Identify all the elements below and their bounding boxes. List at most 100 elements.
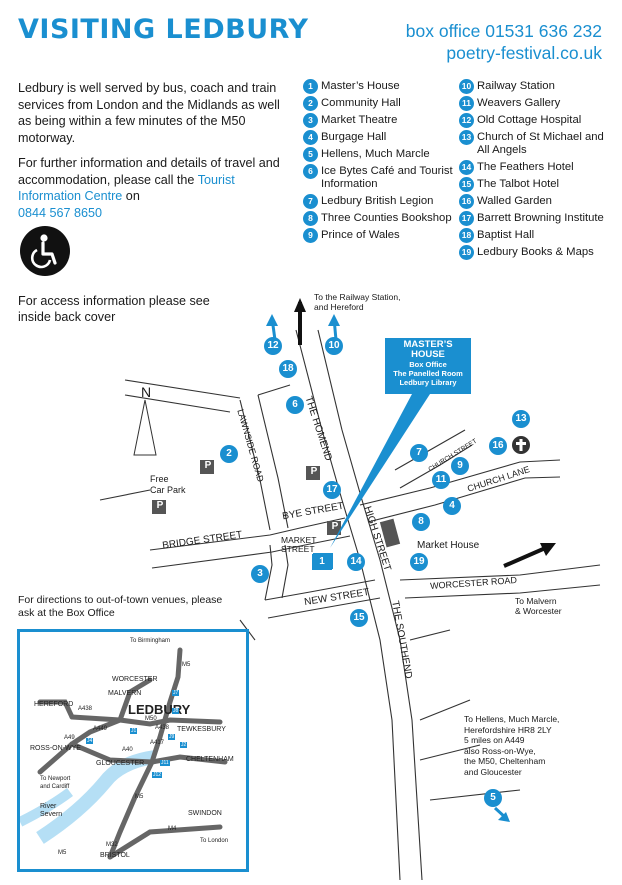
railway-direction: To the Railway Station,and Hereford <box>314 292 401 312</box>
venue-marker-13[interactable]: 13 <box>512 410 530 428</box>
box-office-phone[interactable]: box office 01531 636 232 <box>405 21 602 41</box>
label-to-london: To London <box>200 838 229 844</box>
venue-marker-6[interactable]: 6 <box>286 396 304 414</box>
venue-marker-4[interactable]: 4 <box>443 497 461 515</box>
venue-marker-14[interactable]: 14 <box>347 553 365 571</box>
parking-label: P <box>204 460 212 471</box>
label-m4: M4 <box>168 826 177 832</box>
directions-note: For directions to out-of-town venues, pl… <box>18 594 223 619</box>
hellens-direction: To Hellens, Much Marcle,Herefordshire HR… <box>464 714 560 777</box>
road-high-street: HIGH STREET <box>361 505 393 573</box>
venue-marker-2[interactable]: 2 <box>220 445 238 463</box>
label-a417: A417 <box>150 740 165 746</box>
label-m5c: M5 <box>58 850 67 856</box>
label-j1: J1 <box>130 728 138 734</box>
road-new-street: NEW STREET <box>303 586 371 609</box>
info-paragraph: For further information and details of t… <box>18 156 280 220</box>
label-j7: J7 <box>172 690 180 696</box>
venue-marker-1[interactable]: 1 <box>312 554 332 570</box>
label-m50: M50 <box>145 716 157 722</box>
label-malvern: MALVERN <box>108 690 142 697</box>
parking-label: P <box>310 466 318 477</box>
road-church-lane: CHURCH LANE <box>466 464 531 494</box>
venue-marker-17[interactable]: 17 <box>323 481 341 499</box>
label-j12: J12 <box>152 772 163 778</box>
venue-marker-8[interactable]: 8 <box>412 513 430 531</box>
venue-marker-9[interactable]: 9 <box>451 457 469 475</box>
road-bridge-street: BRIDGE STREET <box>161 529 243 552</box>
road-the-southend: THE SOUTHEND <box>389 600 414 680</box>
intro-paragraph: Ledbury is well served by bus, coach and… <box>18 81 280 145</box>
page-title: VISITING LEDBURY <box>18 14 309 45</box>
label-a40: A40 <box>122 747 133 753</box>
label-bristol: BRISTOL <box>100 852 130 859</box>
intro-text: Ledbury is well served by bus, coach and… <box>18 80 280 230</box>
label-j11: J11 <box>160 760 170 766</box>
label-swindon: SWINDON <box>188 810 222 817</box>
label-worcester: WORCESTER <box>112 676 158 683</box>
label-a449: A449 <box>93 726 108 732</box>
label-ledbury: LEDBURY <box>128 702 191 717</box>
venue-marker-7[interactable]: 7 <box>410 444 428 462</box>
label-cheltenham: CHELTENHAM <box>186 756 234 763</box>
market-house-label: Market House <box>417 540 480 551</box>
label-tewkesbury: TEWKESBURY <box>177 726 226 733</box>
label-j9: J9 <box>168 734 176 740</box>
website-link[interactable]: poetry-festival.co.uk <box>446 43 602 63</box>
label-hereford: HEREFORD <box>34 701 74 708</box>
label-a49: A49 <box>64 735 75 741</box>
tourist-info-link[interactable]: Tourist Information Centre <box>18 172 235 204</box>
wheelchair-access-icon <box>20 226 70 276</box>
venue-marker-19[interactable]: 19 <box>410 553 428 571</box>
road-lawnside: LAWNSIDE ROAD <box>235 408 266 484</box>
venue-marker-3[interactable]: 3 <box>251 565 269 583</box>
north-label: N <box>141 384 152 400</box>
regional-map-labels: To Birmingham M5 WORCESTER MALVERN HEREF… <box>20 632 246 869</box>
label-a438: A438 <box>78 706 93 712</box>
venue-marker-10[interactable]: 10 <box>325 337 343 355</box>
venue-marker-11[interactable]: 11 <box>432 471 450 489</box>
venue-marker-12[interactable]: 12 <box>264 337 282 355</box>
venue-marker-16[interactable]: 16 <box>489 437 507 455</box>
parking-label: P <box>156 500 164 511</box>
venue-marker-5[interactable]: 5 <box>484 789 502 807</box>
access-note: For access information please see inside… <box>18 294 210 324</box>
label-j2: J2 <box>180 742 188 748</box>
label-a438b: A438 <box>155 725 170 731</box>
label-j8: J8 <box>172 708 180 714</box>
label-birmingham: To Birmingham <box>130 638 171 644</box>
label-m5: M5 <box>182 662 191 668</box>
label-j4: J4 <box>86 738 94 744</box>
contact-info: box office 01531 636 232 poetry-festival… <box>406 20 602 64</box>
venue-marker-15[interactable]: 15 <box>350 609 368 627</box>
tourist-info-phone[interactable]: 0844 567 8650 <box>18 205 103 220</box>
road-bye-street: BYE STREET <box>281 500 345 523</box>
venue-marker-18[interactable]: 18 <box>279 360 297 378</box>
label-m5b: M5 <box>135 794 144 800</box>
parking-label: P <box>331 521 339 532</box>
road-the-homend: THE HOMEND <box>302 395 334 463</box>
